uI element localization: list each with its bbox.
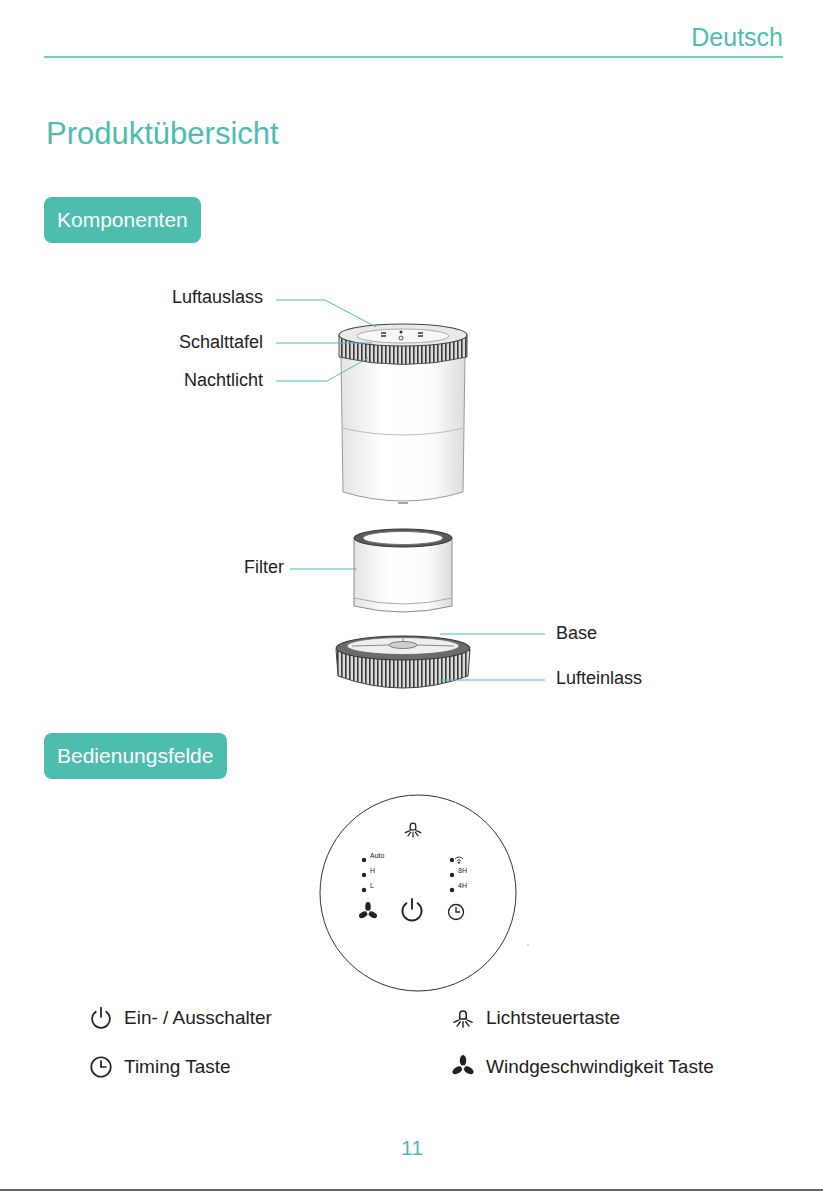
filter-cartridge	[354, 529, 452, 612]
panel-symbols	[358, 823, 529, 946]
legend-icon	[88, 1005, 114, 1031]
indicator-label: 8H	[458, 867, 467, 874]
part-label: Filter	[244, 557, 284, 578]
legend-text: Ein- / Ausschalter	[124, 1007, 272, 1029]
part-label: Schalttafel	[179, 332, 263, 353]
part-label: Lufteinlass	[556, 668, 642, 689]
purifier-housing	[339, 324, 467, 503]
part-label: Nachtlicht	[184, 370, 263, 391]
legend-icon	[450, 1005, 476, 1031]
part-label: Luftauslass	[172, 287, 263, 308]
page-number: 11	[401, 1136, 423, 1160]
legend-text: Windgeschwindigkeit Taste	[486, 1056, 714, 1078]
legend-entry: Windgeschwindigkeit Taste	[450, 1054, 714, 1080]
indicator-label: Auto	[370, 852, 384, 859]
section-tab: Bedienungsfelde	[44, 733, 227, 779]
indicator-label: H	[370, 867, 375, 874]
wifi-symbol	[455, 857, 463, 863]
legend-entry: Lichtsteuertaste	[450, 1005, 620, 1031]
leader-lines	[276, 300, 545, 680]
bottom-rule	[0, 1189, 823, 1191]
panel-circle	[320, 795, 516, 991]
legend-text: Lichtsteuertaste	[486, 1007, 620, 1029]
section-heading: Bedienungsfelde	[44, 733, 213, 779]
legend-icon	[88, 1054, 114, 1080]
section-heading: Komponenten	[44, 197, 188, 243]
header-rule	[44, 56, 783, 58]
indicator-label: L	[370, 882, 374, 889]
legend-entry: Timing Taste	[88, 1054, 231, 1080]
language-label: Deutsch	[691, 23, 783, 52]
page-title: Produktübersicht	[46, 116, 279, 152]
legend-text: Timing Taste	[124, 1056, 231, 1078]
section-tab: Komponenten	[44, 197, 201, 243]
legend-icon	[450, 1054, 476, 1080]
indicator-label: 4H	[458, 882, 467, 889]
control-panel: AutoH L 8H 4H	[319, 794, 517, 992]
panel-outline	[319, 794, 517, 992]
part-label: Base	[556, 623, 597, 644]
legend-entry: Ein- / Ausschalter	[88, 1005, 272, 1031]
